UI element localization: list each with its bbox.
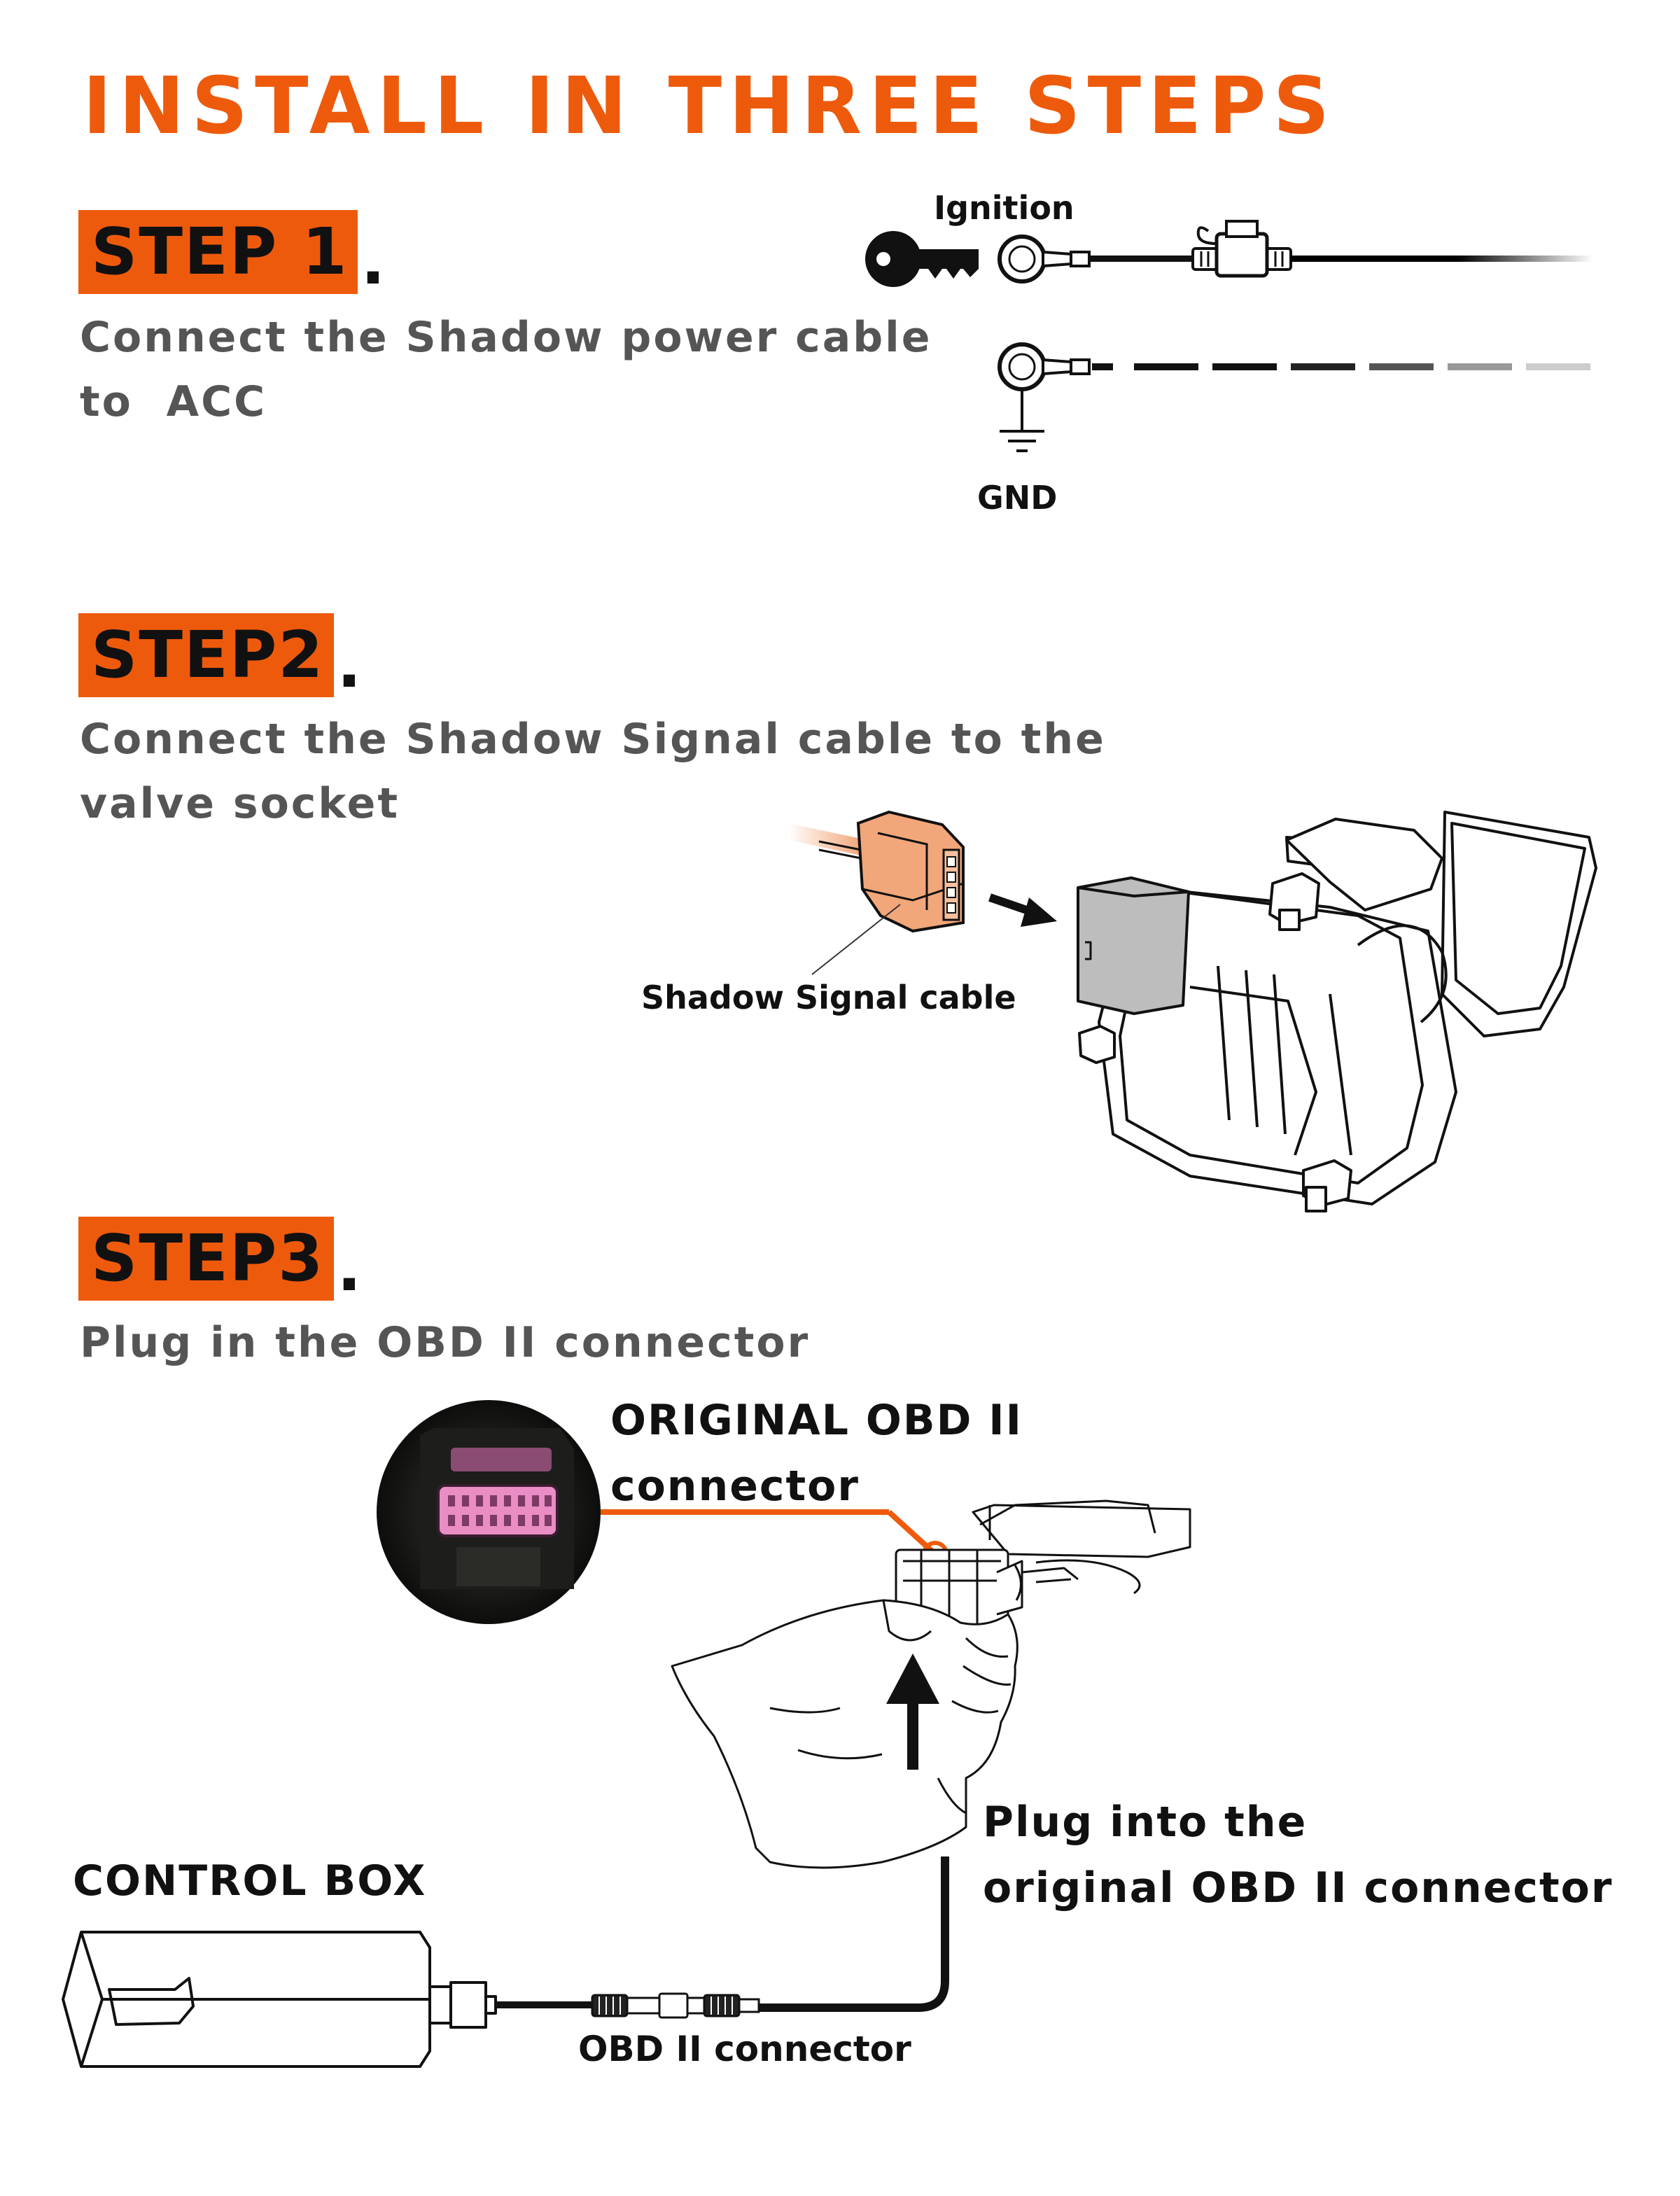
step2-heading: STEP2 . (78, 613, 361, 697)
arrow-icon (886, 1653, 939, 1770)
hand-plugging-illustration (671, 1499, 1191, 1869)
fuse-holder-icon (1191, 220, 1292, 278)
step1-heading: STEP 1 . (78, 210, 385, 294)
step2-desc-line1: Connect the Shadow Signal cable to the (80, 715, 1106, 764)
obd-connector-label: OBD II connector (578, 2029, 911, 2069)
step1-desc-line1: Connect the Shadow power cable (80, 313, 932, 362)
shadow-signal-cable-label: Shadow Signal cable (641, 979, 1016, 1016)
ring-terminal-icon (997, 235, 1091, 284)
step3-desc-line1: Plug in the OBD II connector (80, 1318, 811, 1367)
step2-description: Connect the Shadow Signal cable to the v… (80, 707, 1106, 836)
control-box-cable (496, 2001, 592, 2008)
ignition-label: Ignition (934, 189, 1074, 227)
obd-socket-photo (377, 1400, 601, 1624)
leader-line (601, 1509, 948, 1567)
page-title: INSTALL IN THREE STEPS (83, 61, 1337, 152)
ring-terminal-icon (997, 342, 1091, 391)
plug-into-label-line1: Plug into the (983, 1798, 1308, 1847)
step1-description: Connect the Shadow power cable to ACC (80, 305, 932, 434)
step2-desc-line2: valve socket (80, 779, 400, 828)
arrow-icon (988, 893, 1057, 927)
original-obd-label-line1: ORIGINAL OBD II (610, 1396, 1023, 1445)
ground-symbol-icon (1000, 389, 1044, 452)
step1-dot: . (360, 224, 386, 299)
step3-badge: STEP3 (78, 1217, 335, 1301)
valve-actuator-illustration (1077, 811, 1597, 1212)
plug-into-label-line2: original OBD II connector (983, 1863, 1614, 1912)
control-box-illustration (62, 1931, 497, 2068)
ground-wire (1092, 363, 1590, 370)
gnd-label: GND (977, 479, 1058, 517)
obd-cable (759, 1856, 949, 2012)
plug-into-label: Plug into the original OBD II connector (983, 1789, 1614, 1921)
original-obd-label: ORIGINAL OBD II connector (610, 1387, 1023, 1519)
step3-dot: . (337, 1231, 362, 1306)
step3-description: Plug in the OBD II connector (80, 1310, 810, 1375)
key-icon (865, 231, 979, 287)
original-obd-label-line2: connector (610, 1462, 860, 1511)
step1-badge: STEP 1 (78, 210, 358, 294)
control-box-label: CONTROL BOX (73, 1856, 427, 1905)
step1-desc-line2: to ACC (80, 377, 267, 426)
step3-heading: STEP3 . (78, 1217, 361, 1301)
step2-dot: . (337, 627, 362, 702)
obd-inline-connector-icon (591, 1992, 760, 2019)
shadow-signal-connector-icon (788, 810, 965, 975)
step2-badge: STEP2 (78, 613, 335, 697)
